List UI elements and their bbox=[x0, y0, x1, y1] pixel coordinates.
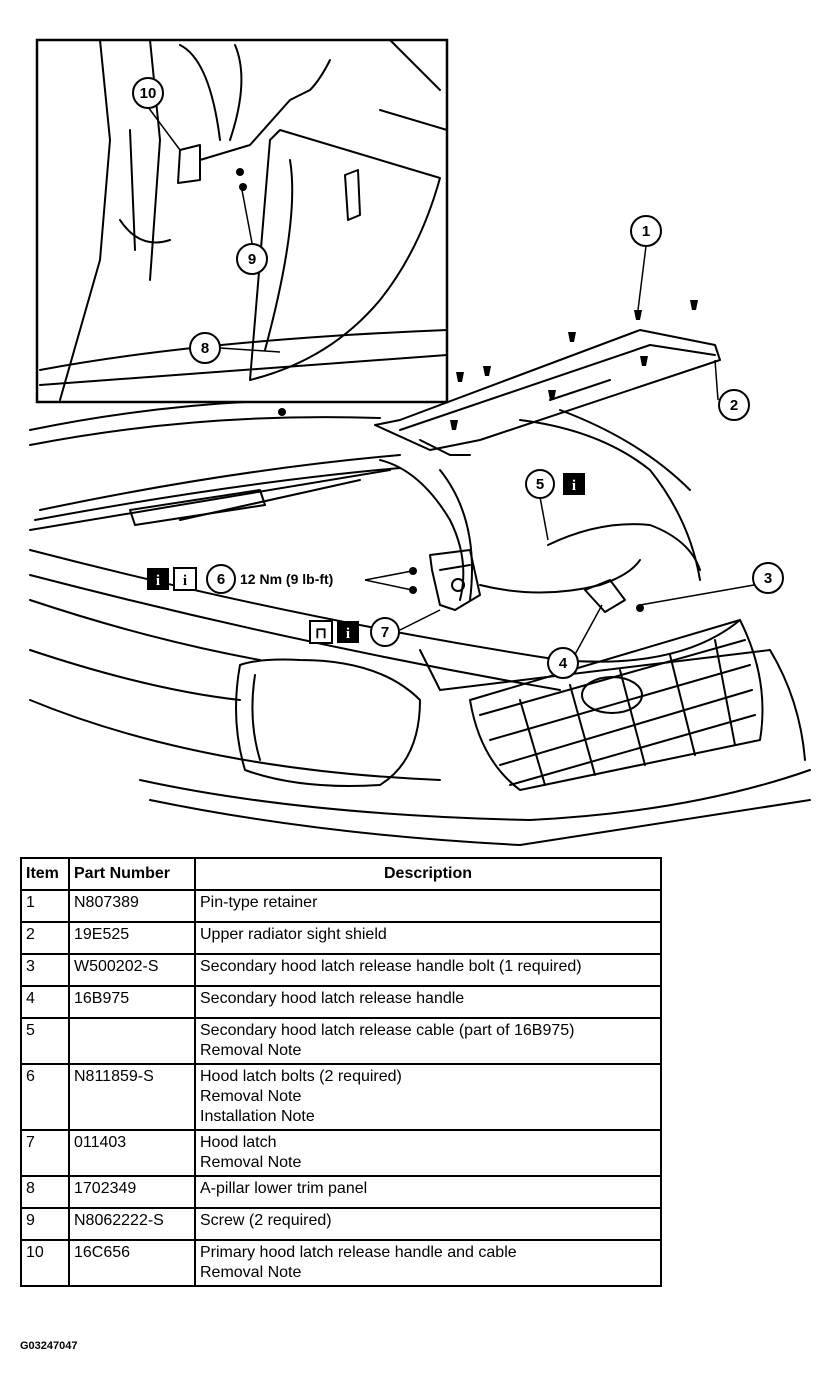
svg-text:⊓: ⊓ bbox=[315, 626, 327, 642]
callout-1: 1 bbox=[630, 215, 662, 247]
description-cell: Secondary hood latch release handle bbox=[194, 985, 662, 1019]
description-cell: Secondary hood latch release handle bolt… bbox=[194, 953, 662, 987]
header-part-number: Part Number bbox=[68, 857, 196, 891]
part-number-cell: 19E525 bbox=[68, 921, 196, 955]
description-text: Screw (2 required) bbox=[200, 1212, 332, 1229]
description-note: Removal Note bbox=[200, 1088, 302, 1105]
svg-text:i: i bbox=[346, 626, 350, 642]
header-description: Description bbox=[194, 857, 662, 891]
description-text: A-pillar lower trim panel bbox=[200, 1180, 368, 1197]
special-tool-icon: ⊓ bbox=[309, 620, 333, 644]
svg-text:10: 10 bbox=[140, 85, 157, 102]
table-row: 5 Secondary hood latch release cable (par… bbox=[20, 1017, 662, 1065]
item-cell: 1 bbox=[20, 889, 70, 923]
item-cell: 8 bbox=[20, 1175, 70, 1209]
part-number-cell: 16B975 bbox=[68, 985, 196, 1019]
header-item: Item bbox=[20, 857, 70, 891]
callout-4: 4 bbox=[547, 647, 579, 679]
hood-latch-exploded-diagram: 1 2 3 4 5 6 7 8 9 10 12 Nm (9 lb-ft) i i… bbox=[29, 38, 811, 846]
description-note: Installation Note bbox=[200, 1108, 315, 1125]
description-text: Pin-type retainer bbox=[200, 894, 318, 911]
figure-id: G03247047 bbox=[20, 1340, 78, 1352]
svg-text:6: 6 bbox=[217, 571, 225, 588]
callout-9: 9 bbox=[236, 243, 268, 275]
part-number-cell: 011403 bbox=[68, 1129, 196, 1177]
part-number-cell: N8062222-S bbox=[68, 1207, 196, 1241]
callout-6: 6 bbox=[206, 564, 236, 594]
svg-text:i: i bbox=[183, 573, 187, 589]
svg-text:9: 9 bbox=[248, 251, 256, 268]
torque-spec-label: 12 Nm (9 lb-ft) bbox=[240, 571, 333, 587]
svg-text:7: 7 bbox=[381, 624, 389, 641]
callout-5: 5 bbox=[525, 469, 555, 499]
callout-3: 3 bbox=[752, 562, 784, 594]
item-cell: 4 bbox=[20, 985, 70, 1019]
item-cell: 10 bbox=[20, 1239, 70, 1287]
part-number-cell: N811859-S bbox=[68, 1063, 196, 1131]
svg-text:3: 3 bbox=[764, 570, 772, 587]
part-number-cell: 16C656 bbox=[68, 1239, 196, 1287]
svg-text:5: 5 bbox=[536, 476, 544, 493]
description-text: Upper radiator sight shield bbox=[200, 926, 387, 943]
callout-7: 7 bbox=[370, 617, 400, 647]
info-icon: i bbox=[147, 568, 169, 590]
description-note: Removal Note bbox=[200, 1042, 302, 1059]
description-cell: Primary hood latch release handle and ca… bbox=[194, 1239, 662, 1287]
part-number-cell bbox=[68, 1017, 196, 1065]
info-icon: i bbox=[563, 473, 585, 495]
item-cell: 2 bbox=[20, 921, 70, 955]
info-outline-icon: i bbox=[173, 567, 197, 591]
svg-text:i: i bbox=[156, 573, 160, 589]
description-cell: Pin-type retainer bbox=[194, 889, 662, 923]
item-cell: 7 bbox=[20, 1129, 70, 1177]
svg-text:2: 2 bbox=[730, 397, 738, 414]
description-text: Secondary hood latch release handle bolt… bbox=[200, 958, 582, 975]
description-cell: Upper radiator sight shield bbox=[194, 921, 662, 955]
description-text: Hood latch bolts (2 required) bbox=[200, 1068, 402, 1085]
callout-2: 2 bbox=[718, 389, 750, 421]
item-cell: 9 bbox=[20, 1207, 70, 1241]
svg-text:i: i bbox=[572, 478, 576, 494]
description-cell: Secondary hood latch release cable (part… bbox=[194, 1017, 662, 1065]
part-number-cell: 1702349 bbox=[68, 1175, 196, 1209]
description-note: Removal Note bbox=[200, 1264, 302, 1281]
part-number-cell: N807389 bbox=[68, 889, 196, 923]
item-cell: 5 bbox=[20, 1017, 70, 1065]
callout-8: 8 bbox=[189, 332, 221, 364]
callout-10: 10 bbox=[132, 77, 164, 109]
svg-text:1: 1 bbox=[642, 223, 650, 240]
item-cell: 3 bbox=[20, 953, 70, 987]
description-cell: A-pillar lower trim panel bbox=[194, 1175, 662, 1209]
info-icon: i bbox=[337, 621, 359, 643]
description-cell: Hood latch bolts (2 required) Removal Not… bbox=[194, 1063, 662, 1131]
description-text: Secondary hood latch release cable (part… bbox=[200, 1022, 575, 1039]
description-text: Secondary hood latch release handle bbox=[200, 990, 465, 1007]
description-text: Primary hood latch release handle and ca… bbox=[200, 1244, 517, 1261]
description-note: Removal Note bbox=[200, 1154, 302, 1171]
description-cell: Screw (2 required) bbox=[194, 1207, 662, 1241]
part-number-cell: W500202-S bbox=[68, 953, 196, 987]
item-cell: 6 bbox=[20, 1063, 70, 1131]
svg-text:4: 4 bbox=[559, 655, 568, 672]
description-text: Hood latch bbox=[200, 1134, 277, 1151]
svg-text:8: 8 bbox=[201, 340, 209, 357]
table-header-row: Item Part Number Description bbox=[20, 857, 662, 891]
